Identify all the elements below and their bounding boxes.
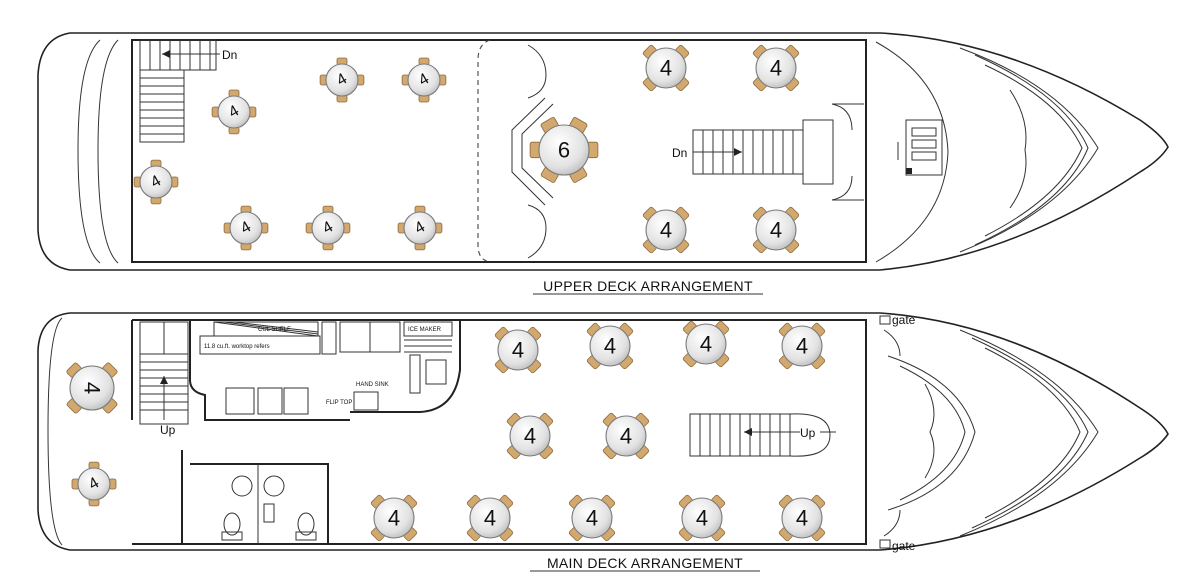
main-table-5: 4 xyxy=(682,320,730,368)
main-deck-title: MAIN DECK ARRANGEMENT xyxy=(547,555,743,571)
main-table-6: 4 xyxy=(778,322,826,370)
main-deck-tables: 4 4 4 4 4 4 4 4 4 4 4 4 4 xyxy=(66,320,826,542)
upper-table-7: 4 xyxy=(397,205,443,251)
table-top xyxy=(69,365,115,411)
table-top xyxy=(509,415,551,457)
galley: CUL SHELF 11.8 cu.ft. worktop refers ICE… xyxy=(189,320,461,421)
main-table-7: 4 xyxy=(506,412,554,460)
main-table-11: 4 xyxy=(568,494,616,542)
main-table-3: 4 xyxy=(494,326,542,374)
table-top xyxy=(325,63,359,97)
main-table-1: 4 xyxy=(66,362,118,414)
table-seat-count: 4 xyxy=(80,382,105,394)
galley-hand-sink: HAND SINK xyxy=(356,382,389,388)
table-top xyxy=(605,415,647,457)
main-deck: Up CUL SHELF 11.8 cu.ft. worktop refers … xyxy=(37,312,1169,572)
upper-table-8: 6 xyxy=(529,117,599,183)
table-top xyxy=(407,63,441,97)
galley-flip-top: FLIP TOP xyxy=(326,400,352,406)
upper-stairs-aft: Dn xyxy=(139,39,237,143)
upper-table-1: 4 xyxy=(319,57,365,103)
table-seat-count: 4 xyxy=(696,506,708,531)
main-stairs-center-label: Up xyxy=(800,426,816,440)
table-seat-count: 4 xyxy=(484,506,496,531)
upper-table-6: 4 xyxy=(305,205,351,251)
main-table-10: 4 xyxy=(466,494,514,542)
table-top xyxy=(139,165,173,199)
main-stairs-center: Up xyxy=(689,413,836,457)
main-stairs-aft-label: Up xyxy=(160,423,176,437)
table-top xyxy=(538,124,590,176)
table-seat-count: 4 xyxy=(660,56,672,81)
upper-table-3: 4 xyxy=(211,89,257,135)
table-seat-count: 4 xyxy=(604,334,616,359)
main-table-2: 4 xyxy=(71,461,117,507)
upper-stairs-aft-label: Dn xyxy=(222,48,237,62)
table-seat-count: 4 xyxy=(620,424,632,449)
table-seat-count: 4 xyxy=(586,506,598,531)
table-seat-count: 4 xyxy=(770,218,782,243)
table-seat-count: 4 xyxy=(524,424,536,449)
table-top xyxy=(589,325,631,367)
table-seat-count: 4 xyxy=(796,334,808,359)
gate-top-label: gate xyxy=(892,313,916,327)
table-top xyxy=(755,47,797,89)
table-top xyxy=(781,325,823,367)
table-seat-count: 4 xyxy=(512,338,524,363)
table-top xyxy=(781,497,823,539)
table-top xyxy=(77,467,111,501)
table-seat-count: 4 xyxy=(660,218,672,243)
restrooms xyxy=(181,450,329,544)
table-top xyxy=(311,211,345,245)
table-seat-count: 4 xyxy=(770,56,782,81)
upper-table-9: 4 xyxy=(642,44,690,92)
main-table-13: 4 xyxy=(778,494,826,542)
table-top xyxy=(229,211,263,245)
upper-table-11: 4 xyxy=(642,206,690,254)
upper-deck: Dn Dn xyxy=(37,32,1169,295)
upper-table-5: 4 xyxy=(223,205,269,251)
table-top xyxy=(571,497,613,539)
upper-table-10: 4 xyxy=(752,44,800,92)
main-table-4: 4 xyxy=(586,322,634,370)
table-seat-count: 6 xyxy=(558,138,570,163)
galley-ice-maker: ICE MAKER xyxy=(408,327,442,333)
table-top xyxy=(645,47,687,89)
main-table-8: 4 xyxy=(602,412,650,460)
table-top xyxy=(685,323,727,365)
upper-table-4: 4 xyxy=(133,159,179,205)
upper-stairs-center-label: Dn xyxy=(672,146,687,160)
main-deck-hull xyxy=(37,312,1169,551)
main-table-9: 4 xyxy=(370,494,418,542)
galley-cul-shelf: CUL SHELF xyxy=(258,327,291,333)
main-stairs-aft: Up xyxy=(139,321,189,437)
gate-bottom-label: gate xyxy=(892,539,916,553)
table-top xyxy=(497,329,539,371)
upper-table-2: 4 xyxy=(401,57,447,103)
upper-table-12: 4 xyxy=(752,206,800,254)
upper-deck-hull xyxy=(37,32,1169,271)
upper-deck-title: UPPER DECK ARRANGEMENT xyxy=(543,278,753,294)
table-top xyxy=(373,497,415,539)
table-top xyxy=(469,497,511,539)
table-seat-count: 4 xyxy=(700,332,712,357)
table-top xyxy=(755,209,797,251)
galley-worktop: 11.8 cu.ft. worktop refers xyxy=(204,344,270,350)
main-table-12: 4 xyxy=(678,494,726,542)
table-top xyxy=(645,209,687,251)
table-top xyxy=(217,95,251,129)
table-top xyxy=(403,211,437,245)
upper-stairs-center: Dn xyxy=(672,119,834,185)
table-top xyxy=(681,497,723,539)
table-seat-count: 4 xyxy=(388,506,400,531)
table-seat-count: 4 xyxy=(796,506,808,531)
